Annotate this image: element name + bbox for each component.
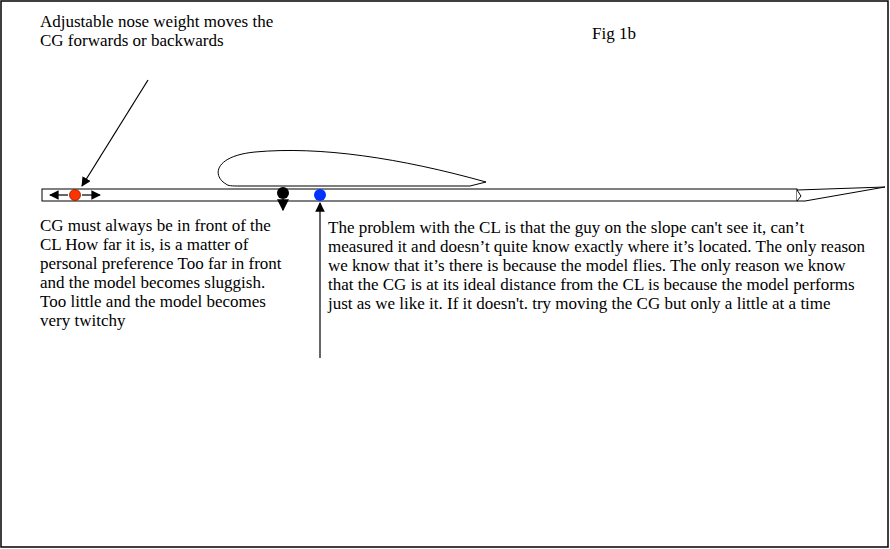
figure-number: Fig 1b <box>592 24 712 43</box>
tail <box>797 187 885 201</box>
weight-move-arrow <box>50 194 68 195</box>
nose-weight-note: Adjustable nose weight moves the CG forw… <box>40 12 280 50</box>
cl-dot <box>314 189 326 201</box>
wing-airfoil <box>218 150 486 186</box>
fuselage <box>42 189 797 201</box>
nose-weight-dot <box>70 190 81 201</box>
cl-lift-arrow <box>319 203 320 358</box>
cg-weight-arrow <box>282 199 284 210</box>
weight-move-arrow <box>82 194 100 195</box>
cg-dot <box>277 187 289 199</box>
cg-note: CG must always be in front of the CL How… <box>40 216 290 330</box>
cl-note: The problem with the CL is that the guy … <box>328 218 868 313</box>
leader-arrow <box>82 80 148 186</box>
